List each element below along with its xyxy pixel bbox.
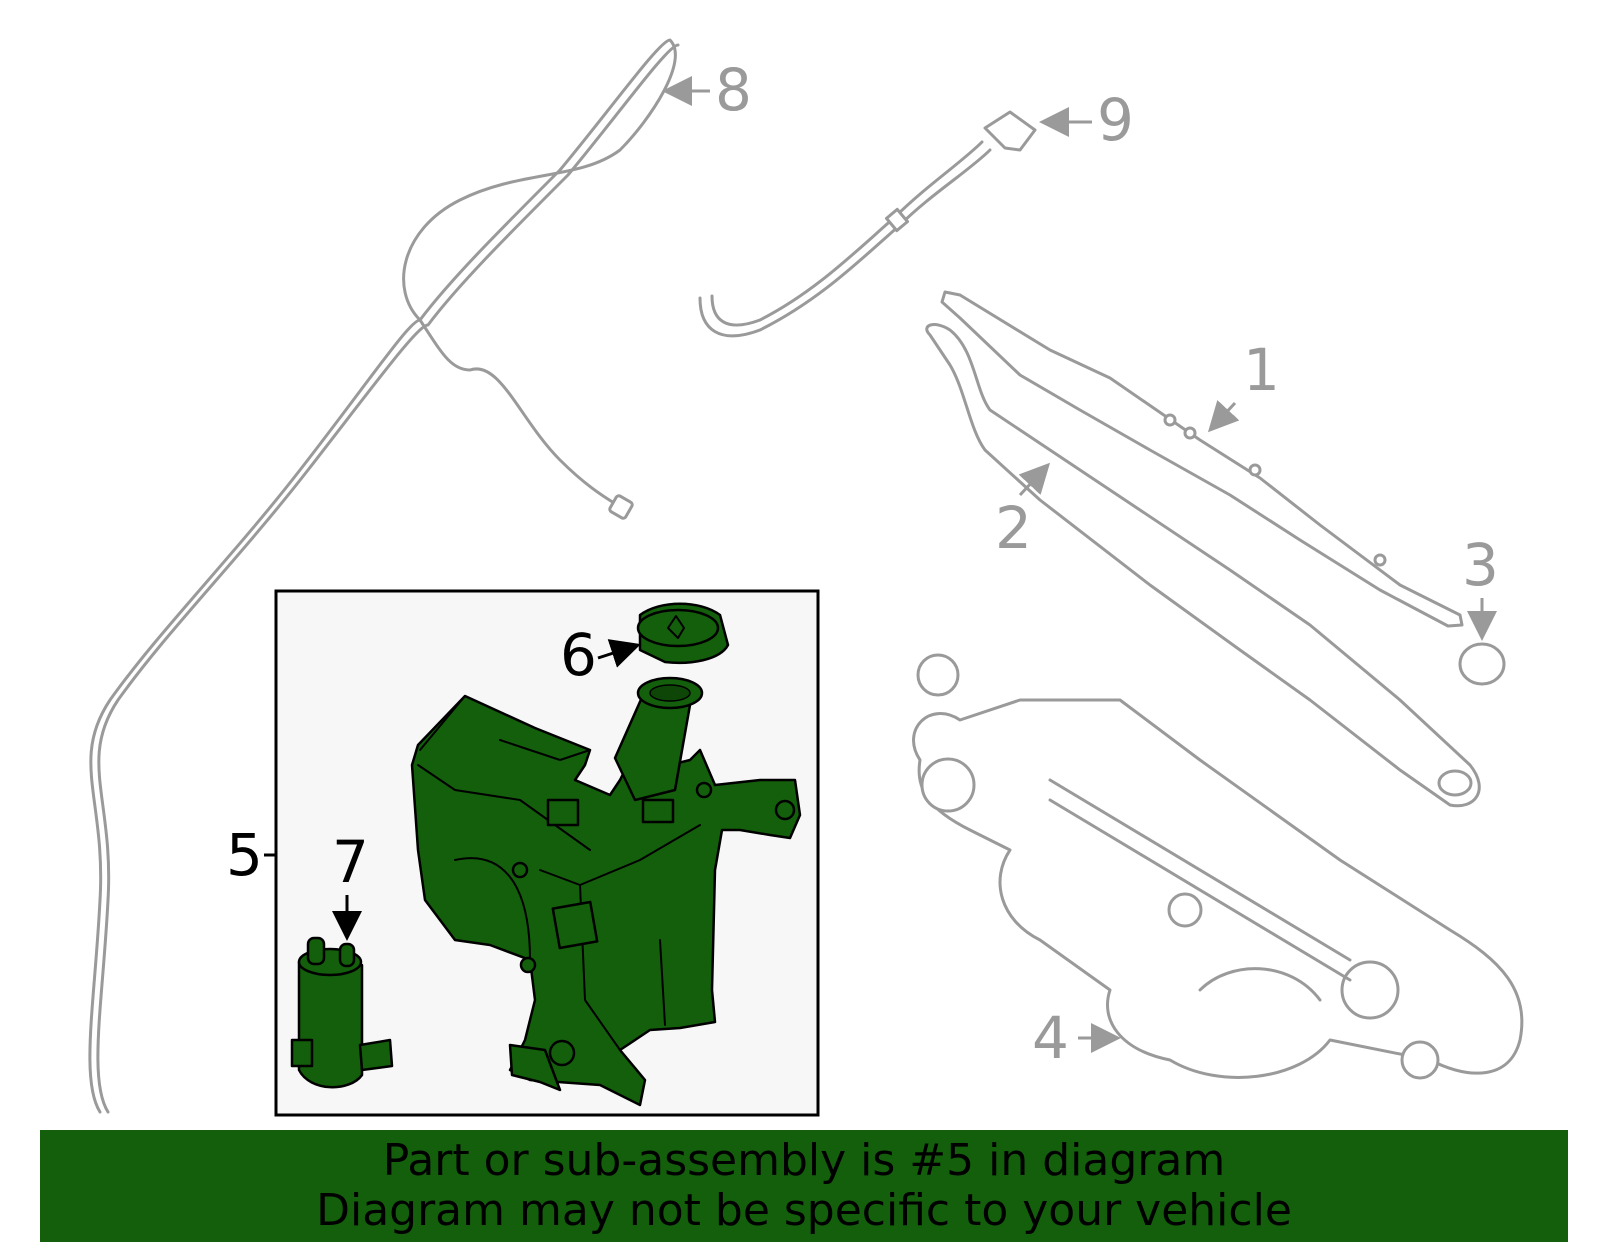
callout-3: 3 [1462, 531, 1499, 599]
callout-6: 6 [560, 621, 597, 689]
arrow-1 [1207, 399, 1240, 433]
callout-7: 7 [332, 828, 369, 896]
callout-2: 2 [995, 494, 1032, 562]
reservoir-cap-part-6 [636, 602, 730, 665]
info-banner: Part or sub-assembly is #5 in diagram Di… [40, 1130, 1568, 1242]
wiper-motor-part-4 [912, 653, 1524, 1080]
washer-pump-part-7 [290, 936, 394, 1089]
arrow-2 [1018, 462, 1051, 497]
wiper-blade-part-1 [940, 290, 1464, 628]
callout-5: 5 [226, 821, 263, 889]
arrow-6 [597, 639, 641, 668]
callout-1: 1 [1243, 336, 1280, 404]
callout-9: 9 [1097, 86, 1134, 154]
banner-line-2: Diagram may not be specific to your vehi… [316, 1185, 1292, 1236]
washer-hose-part-8 [88, 38, 680, 1114]
wiper-arm-part-2 [925, 323, 1481, 808]
banner-line-1: Part or sub-assembly is #5 in diagram [382, 1135, 1226, 1186]
washer-reservoir-part-5 [410, 676, 802, 1107]
callout-4: 4 [1032, 1004, 1069, 1072]
callout-8: 8 [715, 56, 752, 124]
rear-washer-hose-part-9 [698, 110, 1037, 338]
cap-part-3 [1458, 642, 1506, 686]
